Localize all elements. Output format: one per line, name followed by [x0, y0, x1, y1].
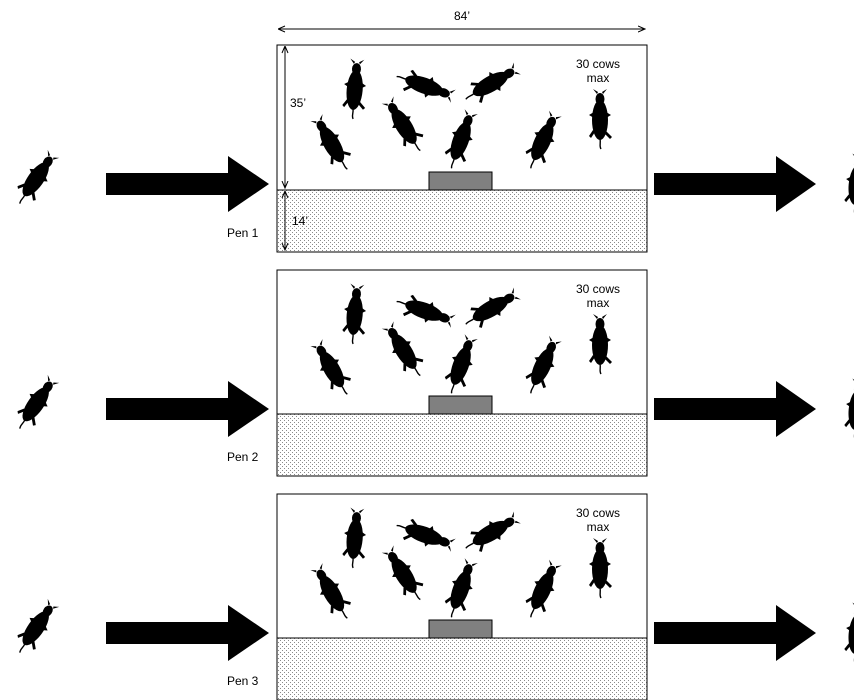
- outflow-arrow-icon: [654, 605, 816, 661]
- alley-dimension-label: 14’: [292, 214, 309, 228]
- pen-1: [276, 44, 648, 253]
- pen-label: Pen 3: [227, 674, 259, 688]
- pen-label: Pen 1: [227, 226, 259, 240]
- inflow-arrow-icon: [106, 605, 269, 661]
- incoming-cow-icon: [9, 371, 65, 436]
- inflow-arrow-icon: [106, 156, 269, 212]
- outflow-arrow-icon: [654, 156, 816, 212]
- pen-2: [276, 269, 648, 477]
- pen-area: [276, 269, 648, 415]
- capacity-label: 30 cows max: [575, 57, 621, 85]
- pen-area: [276, 493, 648, 639]
- feeder-block-icon: [428, 395, 493, 415]
- outgoing-cow-icon: [842, 377, 854, 441]
- inflow-arrow-icon: [106, 381, 269, 437]
- outflow-arrow-icon: [654, 381, 816, 437]
- feeder-block-icon: [428, 619, 493, 639]
- capacity-label: 30 cows max: [575, 282, 621, 310]
- feeder-block-icon: [428, 171, 493, 191]
- pen-area: [276, 44, 648, 191]
- pen-3: [276, 493, 648, 700]
- incoming-cow-icon: [9, 595, 65, 660]
- outgoing-cow-icon: [842, 152, 854, 216]
- pen-label: Pen 2: [227, 450, 259, 464]
- length-dimension-label: 35’: [290, 96, 307, 110]
- width-dimension-label: 84’: [454, 9, 471, 23]
- feed-alley: [276, 189, 648, 253]
- outgoing-cow-icon: [842, 601, 854, 665]
- incoming-cow-icon: [9, 146, 65, 211]
- capacity-label: 30 cows max: [575, 506, 621, 534]
- feed-alley: [276, 637, 648, 700]
- feed-alley: [276, 413, 648, 477]
